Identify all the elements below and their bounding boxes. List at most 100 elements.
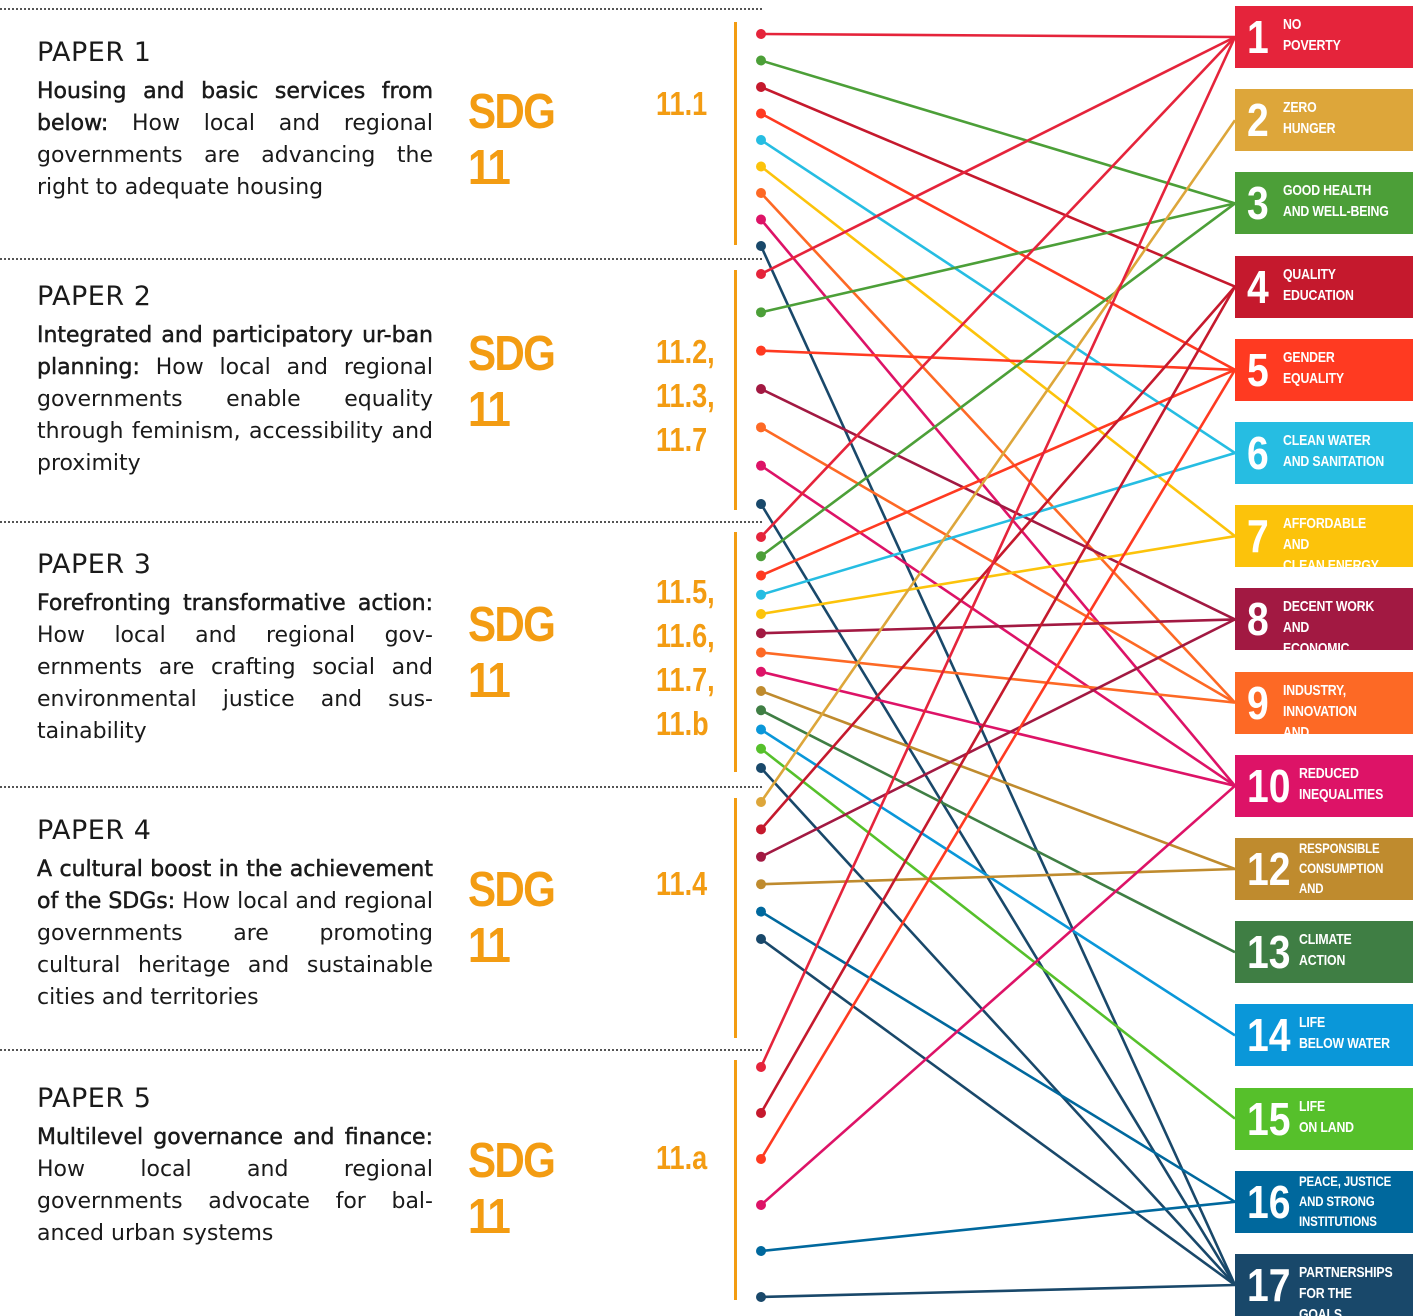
link-dot bbox=[756, 241, 766, 251]
link-dot bbox=[756, 384, 766, 394]
target-list: 11.2, 11.3, 11.7 bbox=[656, 330, 715, 462]
sdg-goal-number: 5 bbox=[1247, 343, 1269, 396]
sdg-goal-name: GENDER EQUALITY bbox=[1283, 348, 1344, 387]
paper-bar bbox=[734, 532, 737, 772]
link-dot bbox=[756, 589, 766, 600]
link-dot bbox=[756, 108, 766, 119]
sdg-label: SDG 11 bbox=[468, 85, 556, 195]
sdg-goal-7: 7 AFFORDABLE AND CLEAN ENERGY bbox=[1235, 505, 1413, 568]
sdg-goal-number: 1 bbox=[1247, 11, 1269, 63]
link-paper-3-goal-17 bbox=[760, 767, 1236, 1286]
sdg-goal-name: REDUCED INEQUALITIES bbox=[1299, 764, 1384, 803]
link-dot bbox=[756, 934, 766, 944]
link-paper-1-goal-10 bbox=[760, 218, 1236, 787]
sdg-goal-number: 4 bbox=[1247, 260, 1269, 313]
sdg-label: SDG 11 bbox=[468, 598, 556, 708]
link-dot bbox=[756, 1200, 766, 1210]
link-paper-2-goal-1 bbox=[760, 35, 1236, 276]
paper-bar bbox=[734, 22, 737, 245]
paper-title: A cultural boost in the achieve­ment of … bbox=[37, 857, 434, 915]
paper-2-block: PAPER 2 Integrated and participatory ur-… bbox=[37, 280, 434, 480]
link-dot bbox=[756, 906, 766, 917]
link-paper-3-goal-6 bbox=[760, 451, 1236, 596]
paper-summary: How local and regional governments advoc… bbox=[37, 1157, 433, 1246]
link-paper-3-goal-3 bbox=[760, 202, 1236, 558]
sdg-label: SDG 11 bbox=[468, 863, 556, 973]
link-dot bbox=[756, 135, 766, 145]
link-paper-5-goal-1 bbox=[759, 36, 1237, 1068]
sdg-goal-number: 10 bbox=[1247, 759, 1291, 812]
sdg-goal-number: 3 bbox=[1247, 177, 1269, 230]
paper-bar bbox=[734, 1060, 737, 1300]
sdg-goal-number: 6 bbox=[1247, 427, 1269, 479]
target-label: 11.3, bbox=[656, 377, 715, 414]
link-paper-3-goal-15 bbox=[760, 747, 1236, 1120]
link-dot bbox=[756, 686, 766, 696]
link-paper-5-goal-4 bbox=[759, 285, 1237, 1114]
link-paper-4-goal-16 bbox=[760, 910, 1236, 1203]
paper-description: Housing and basic services from below: H… bbox=[37, 76, 434, 204]
link-paper-3-goal-13 bbox=[760, 709, 1236, 954]
link-dot bbox=[756, 570, 766, 581]
section-separator bbox=[0, 1049, 762, 1051]
link-dot bbox=[756, 422, 766, 433]
paper-title: Forefronting transformative ac­tion: bbox=[37, 591, 434, 617]
target-label: 11.a bbox=[656, 1139, 708, 1176]
sdg-goal-number: 14 bbox=[1247, 1009, 1291, 1062]
link-paper-4-goal-2 bbox=[759, 119, 1237, 803]
paper-bar bbox=[734, 798, 737, 1038]
target-list: 11.a bbox=[656, 1136, 707, 1180]
link-paper-1-goal-7 bbox=[760, 165, 1236, 538]
sdg-goal-name: GOOD HEALTH AND WELL-BEING bbox=[1283, 182, 1389, 221]
sdg-goal-name: PEACE, JUSTICE AND STRONG INSTITUTIONS bbox=[1299, 1172, 1392, 1229]
link-paper-3-goal-10 bbox=[760, 670, 1236, 788]
link-dot bbox=[756, 499, 766, 509]
target-label: 11.4 bbox=[656, 865, 708, 902]
paper-summary: How local and regional governments enabl… bbox=[37, 355, 433, 476]
sdg-goal-number: 15 bbox=[1247, 1092, 1291, 1145]
link-paper-2-goal-8 bbox=[760, 387, 1236, 621]
section-separator bbox=[0, 8, 762, 10]
link-dot bbox=[756, 628, 766, 639]
paper-title: Integrated and participatory ur-­ban pla… bbox=[37, 323, 434, 381]
sdg-label: SDG 11 bbox=[468, 327, 556, 437]
paper-label: PAPER 1 bbox=[37, 37, 152, 68]
target-label: 11.5, bbox=[656, 573, 715, 610]
link-paper-5-goal-5 bbox=[759, 369, 1237, 1160]
paper-title: Multilevel governance and fi­nance: bbox=[37, 1125, 434, 1151]
sdg-goal-name: AFFORDABLE AND CLEAN ENERGY bbox=[1283, 515, 1379, 568]
target-label: 11.7, bbox=[656, 661, 715, 698]
link-paper-3-goal-9 bbox=[760, 651, 1236, 704]
sdg-goal-name: LIFE BELOW WATER bbox=[1299, 1014, 1390, 1053]
link-dot bbox=[756, 1292, 766, 1302]
link-dot bbox=[756, 824, 766, 835]
link-dot bbox=[756, 647, 766, 658]
target-label: 11.2, bbox=[656, 333, 715, 370]
section-separator bbox=[0, 258, 762, 260]
sdg-goal-number: 12 bbox=[1247, 843, 1291, 895]
link-paper-1-goal-6 bbox=[760, 138, 1236, 455]
sdg-goal-name: QUALITY EDUCATION bbox=[1283, 265, 1354, 304]
link-dot bbox=[756, 743, 766, 754]
sdg-goal-5: 5 GENDER EQUALITY bbox=[1235, 338, 1413, 401]
sdg-goal-name: NO POVERTY bbox=[1283, 16, 1341, 54]
sdg-goal-number: 7 bbox=[1247, 510, 1269, 563]
link-paper-4-goal-8 bbox=[760, 618, 1236, 858]
paper-label: PAPER 4 bbox=[37, 815, 152, 846]
target-label: 11.b bbox=[656, 705, 709, 742]
paper-summary: How local and regional governments are p… bbox=[37, 889, 433, 1010]
link-paper-3-goal-12 bbox=[760, 689, 1236, 871]
link-paper-1-goal-1 bbox=[760, 32, 1236, 39]
link-dot bbox=[756, 724, 766, 735]
paper-description: Forefronting transformative ac­tion: How… bbox=[37, 588, 434, 748]
link-paper-4-goal-12 bbox=[760, 867, 1236, 886]
sdg-goal-name: DECENT WORK AND ECONOMIC GROWTH bbox=[1283, 598, 1375, 651]
